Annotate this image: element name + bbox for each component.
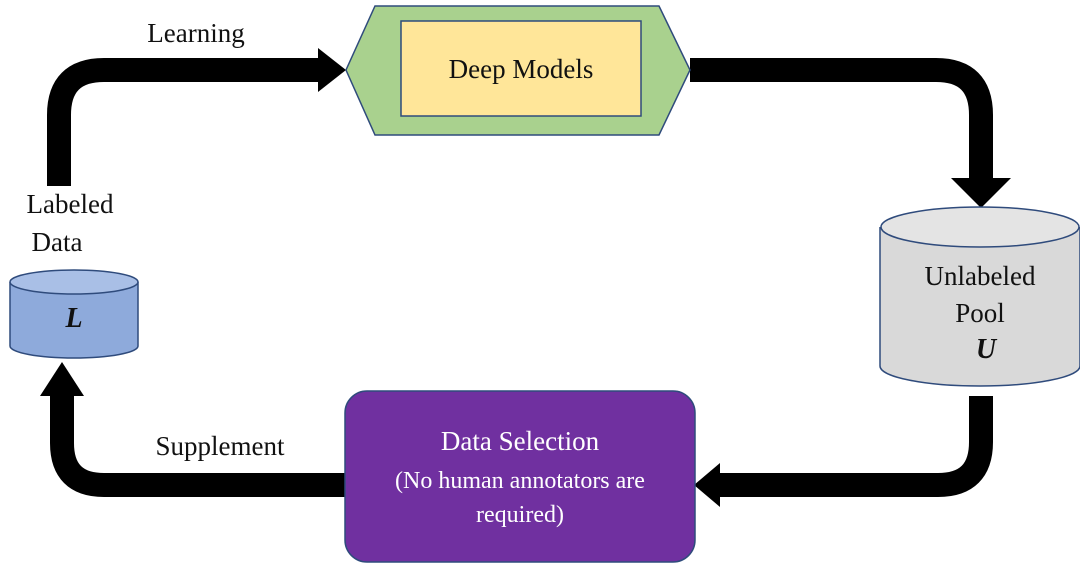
data-selection-node: Data Selection (No human annotators are … [344,390,696,563]
pool-to-selection-arrow [694,396,993,507]
labeled-data-symbol: L [64,303,82,334]
labeled-data-label-line1: Labeled [27,189,114,219]
unlabeled-pool-label-line2: Pool [955,298,1005,328]
unlabeled-pool-label-line1: Unlabeled [925,261,1036,291]
data-selection-note-line1: (No human annotators are [395,468,645,494]
supplement-label: Supplement [156,431,285,461]
deep-models-node: Deep Models [345,5,691,136]
data-selection-note-line2: required) [476,502,564,528]
unlabeled-pool-symbol: U [976,334,998,365]
unlabeled-pool-cylinder: Unlabeled Pool U [879,206,1080,387]
data-selection-title: Data Selection [441,426,600,456]
supplement-arrow [40,362,345,497]
labeled-data-label-line2: Data [32,227,83,257]
labeled-data-cylinder: L [9,269,139,359]
learning-arrow [47,48,346,186]
learning-label: Learning [147,18,244,48]
deep-models-to-pool-arrow [690,58,1011,208]
deep-models-label: Deep Models [449,54,594,84]
deep-models-inner-box [400,20,642,117]
